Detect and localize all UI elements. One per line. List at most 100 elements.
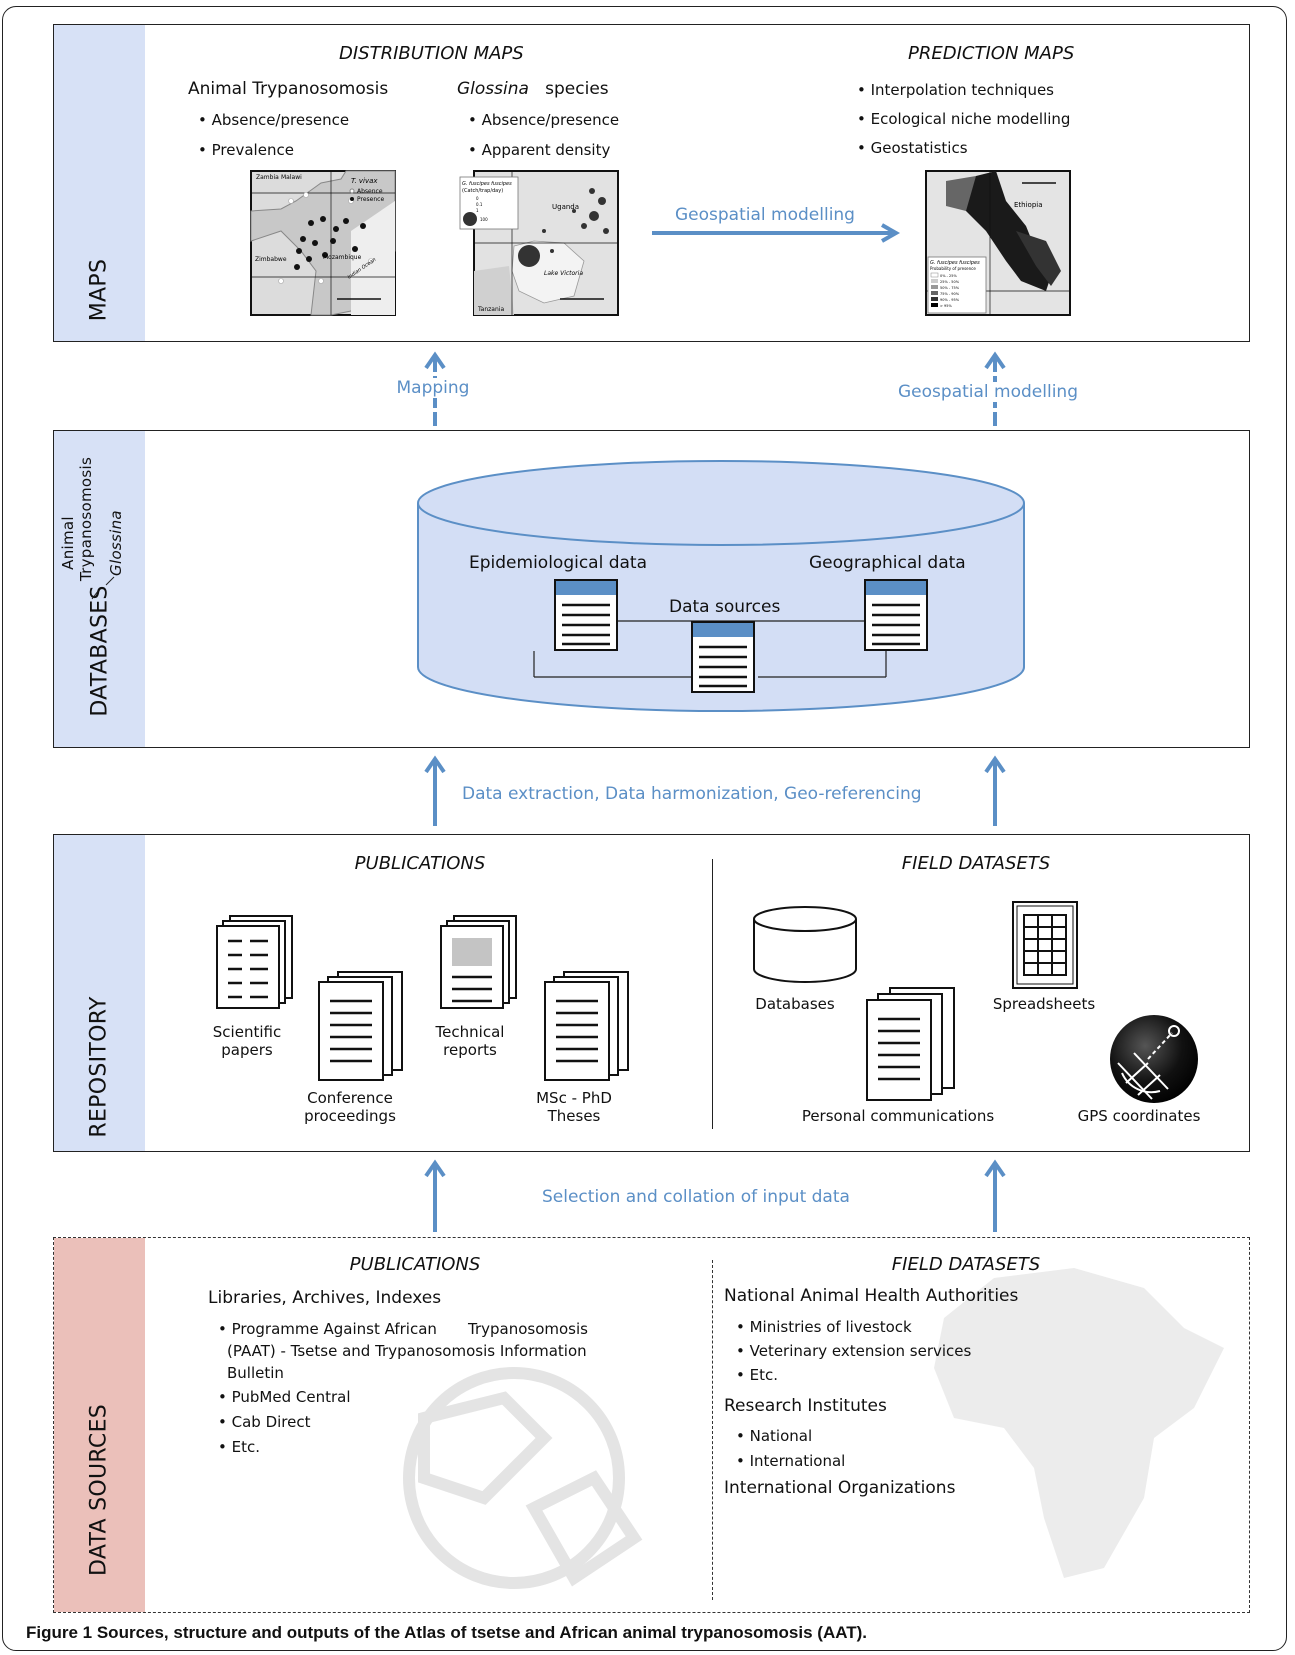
repo-divider [712, 859, 713, 1129]
pub-item-etc: • Etc. [218, 1438, 260, 1456]
data-sources-side-label: DATA SOURCES [86, 1403, 112, 1577]
prediction-item-2: • Ecological niche modelling [857, 110, 1071, 128]
gff-legend-value-0: 0 [476, 196, 479, 201]
gff-label-tanzania: Tanzania [477, 306, 504, 313]
gff-density-map: G. fuscipes fuscipes (Catch/trap/day) 0 … [459, 170, 619, 316]
prediction-legend-value-2: 50% - 75% [940, 286, 960, 290]
gff-legend-value-2: 1 [476, 208, 479, 213]
theses-label-2: Theses [547, 1107, 601, 1125]
libraries-heading: Libraries, Archives, Indexes [208, 1288, 442, 1308]
prediction-legend-value-1: 25% - 50% [940, 280, 960, 284]
extraction-label: Data extraction, Data harmonization, Geo… [462, 784, 922, 804]
prediction-item-3: • Geostatistics [857, 139, 968, 157]
databases-sub-slash [91, 576, 115, 600]
national-heading: National Animal Health Authorities [724, 1286, 1019, 1306]
conference-label-2: proceedings [304, 1107, 396, 1125]
data-sources-label: Data sources [669, 597, 781, 617]
pub-line-1a: • Programme Against African [218, 1320, 437, 1338]
aat-item-1: • Absence/presence [198, 111, 350, 129]
selection-arrow-right [984, 1159, 1006, 1232]
src-divider [712, 1260, 713, 1600]
research-heading: Research Institutes [724, 1396, 887, 1416]
tvivax-legend-title: T. vivax [351, 177, 378, 185]
personal-communications-icon [866, 987, 955, 1101]
theses-label-1: MSc - PhD [536, 1089, 612, 1107]
prediction-legend-title: G. fuscipes fuscipes [930, 260, 980, 266]
databases-sideband [54, 431, 145, 747]
glossina-item-1: • Absence/presence [468, 111, 620, 129]
scientific-label-2: papers [221, 1041, 273, 1059]
geospatial-arrow-up [984, 351, 1006, 426]
prediction-legend-value-3: 75% - 90% [940, 292, 960, 296]
glossina-heading: Glossina species [457, 79, 609, 99]
epi-data-label: Epidemiological data [469, 553, 648, 573]
repo-field-title: FIELD DATASETS [901, 853, 1051, 874]
spreadsheets-label: Spreadsheets [992, 995, 1096, 1013]
repository-side-label: REPOSITORY [86, 996, 112, 1138]
geospatial-up-label: Geospatial modelling [895, 382, 1081, 402]
pub-line-1b: Trypanosomosis [468, 1320, 588, 1338]
gff-label-lake: Lake Victoria [544, 270, 583, 277]
aat-item-2: • Prevalence [198, 141, 294, 159]
databases-icon [753, 906, 857, 983]
gps-globe-icon [1110, 1015, 1198, 1103]
figure-caption: Figure 1 Sources, structure and outputs … [26, 1623, 868, 1642]
database-cylinder [417, 460, 1025, 712]
mapping-arrow [424, 351, 446, 426]
glossina-item-2: • Apparent density [468, 141, 611, 159]
prediction-legend-value-0: 0% - 25% [940, 274, 957, 278]
tvivax-legend-presence: Presence [357, 196, 384, 203]
technical-label-2: reports [443, 1041, 497, 1059]
tvivax-map: T. vivax Absence Presence Zambia Malawi … [250, 170, 396, 316]
national-item-1: • Ministries of livestock [736, 1318, 912, 1336]
gff-label-uganda: Uganda [552, 203, 579, 211]
spreadsheets-icon [1012, 901, 1078, 989]
src-field-title: FIELD DATASETS [891, 1254, 1041, 1275]
international-heading: International Organizations [724, 1478, 956, 1498]
gff-legend-value-3: 100 [480, 217, 488, 222]
data-sources-table-icon [691, 621, 755, 693]
technical-reports-icon [440, 915, 517, 1009]
prediction-legend-sub: Probability of presence [930, 266, 976, 271]
gff-legend-value-1: 0.1 [476, 202, 483, 207]
personal-label: Personal communications [801, 1107, 995, 1125]
data-sources-sideband [54, 1238, 145, 1612]
databases-label: Databases [755, 995, 835, 1013]
gff-legend-sub: (Catch/trap/day) [462, 188, 503, 194]
extraction-arrow-left [424, 755, 446, 826]
prediction-item-1: • Interpolation techniques [857, 81, 1055, 99]
pub-line-3: Bulletin [227, 1364, 284, 1382]
gff-legend-title: G. fuscipes fuscipes [462, 181, 512, 187]
repository-sideband [54, 835, 145, 1151]
prediction-map: Ethiopia G. fuscipes fuscipes Probabilit… [925, 170, 1071, 316]
tvivax-label-malawi: Malawi [281, 174, 302, 181]
aat-heading: Animal Trypanosomosis [188, 79, 389, 99]
geo-data-table-icon [864, 579, 928, 651]
tvivax-label-mozambique: Mozambique [323, 254, 362, 261]
selection-label: Selection and collation of input data [542, 1187, 850, 1207]
conference-label-1: Conference [307, 1089, 393, 1107]
scientific-label-1: Scientific [212, 1023, 282, 1041]
pub-item-pubmed: • PubMed Central [218, 1388, 351, 1406]
globe-watermark-icon [403, 1367, 643, 1589]
geo-data-label: Geographical data [809, 553, 966, 573]
national-item-3: • Etc. [736, 1366, 778, 1384]
extraction-arrow-right [984, 755, 1006, 826]
figure-frame [2, 6, 1287, 1651]
scientific-papers-icon [216, 915, 293, 1009]
pub-item-cab: • Cab Direct [218, 1413, 311, 1431]
databases-sub-animal: Animal [59, 516, 77, 570]
mapping-label: Mapping [393, 378, 473, 398]
research-item-2: • International [736, 1452, 846, 1470]
prediction-maps-title: PREDICTION MAPS [908, 43, 1075, 64]
prediction-label-ethiopia: Ethiopia [1014, 201, 1043, 209]
technical-label-1: Technical [435, 1023, 505, 1041]
distribution-maps-title: DISTRIBUTION MAPS [339, 43, 524, 64]
africa-watermark-icon [934, 1268, 1224, 1578]
data-sources-panel: DATA SOURCES PUBLICATIONS FIELD DATASETS… [53, 1237, 1250, 1613]
epi-data-table-icon [554, 579, 618, 651]
theses-icon [544, 971, 629, 1081]
repository-panel: REPOSITORY PUBLICATIONS FIELD DATASETS S… [53, 834, 1250, 1152]
national-item-2: • Veterinary extension services [736, 1342, 972, 1360]
selection-arrow-left [424, 1159, 446, 1232]
